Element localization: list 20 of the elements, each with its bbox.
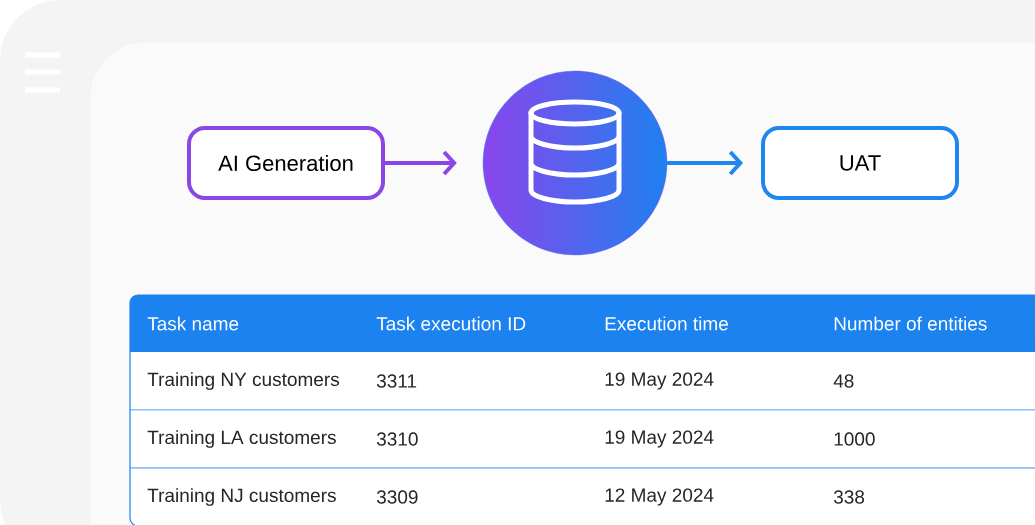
cell-text: 48 — [833, 374, 854, 388]
cell-text: 3309 — [376, 490, 418, 504]
cell-text: 338 — [833, 490, 865, 504]
cell-text: Training LA customers — [147, 430, 336, 448]
cell-text: Training NY customers — [147, 372, 339, 390]
cell-text: 19 May 2024 — [605, 372, 714, 390]
process-box: UAT — [761, 126, 959, 200]
process-box: AI Generation — [187, 126, 385, 200]
cell-text: 12 May 2024 — [605, 488, 714, 506]
cell-text: Training NJ customers — [147, 488, 336, 506]
arrow — [383, 150, 457, 176]
header-text: Task execution ID — [376, 316, 526, 331]
cell-text: 3311 — [376, 374, 417, 388]
cell-text: 19 May 2024 — [605, 430, 714, 448]
header-text: Execution time — [605, 316, 728, 331]
header-text: Number of entities — [834, 316, 987, 331]
header-text: Task name — [147, 316, 239, 331]
cell-text: 1000 — [834, 432, 875, 446]
arrow — [665, 150, 743, 176]
cell-text: 3310 — [376, 432, 418, 446]
